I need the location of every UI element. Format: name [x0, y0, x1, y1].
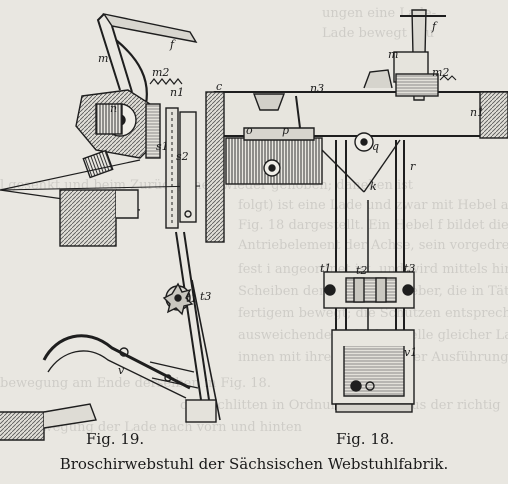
bleed-line: fertigem bewegt; die Schützen entspreche… [238, 306, 508, 321]
label-n1: n1 [170, 86, 184, 99]
label-p: p [282, 124, 289, 137]
bleed-line: Antriebelement der Achse, sein vorgedreh… [238, 238, 508, 253]
label-f-18: f [431, 20, 438, 33]
fig18-drawing [205, 9, 508, 413]
figure-caption: Broschirwebstuhl der Sächsischen Webstuh… [59, 455, 449, 473]
bleed-line: Lade bewegt (Bu [322, 26, 435, 41]
bleed-line: ungen eine Lade- [322, 6, 437, 21]
fig19-label: Fig. 19. [86, 430, 145, 448]
star-wheel [162, 282, 194, 316]
bleed-line: folgt) ist eine Lade und zwar mit Hebel … [238, 198, 508, 213]
label-r: r [410, 160, 416, 173]
fig19-lower-mechanism [0, 231, 221, 441]
label-f: f [169, 38, 176, 51]
label-c: c [216, 80, 222, 93]
label-v1: v1 [404, 346, 417, 359]
fig18-label: Fig. 18. [336, 430, 395, 448]
bleed-line: fest i angeordnet ist, und wird mittels … [238, 262, 508, 277]
label-t3-18: t3 [404, 262, 415, 275]
label-s1: s1 [156, 140, 169, 153]
label-t1: t1 [186, 292, 197, 305]
bleed-line: bewegung am Ende derselben in Fig. 18. [0, 376, 271, 391]
label-m-18: m [388, 48, 398, 61]
label-n3: n3 [310, 82, 324, 95]
label-v: v [118, 364, 125, 377]
label-k: k [370, 180, 377, 193]
label-q: q [372, 140, 379, 153]
label-m: m [98, 52, 108, 65]
label-t1-18: t1 [320, 262, 331, 275]
label-s2: s2 [176, 150, 189, 163]
label-m2-18: m2 [432, 66, 449, 79]
label-n: n [110, 102, 117, 115]
label-t3: t3 [200, 290, 211, 303]
label-o: o [246, 124, 253, 137]
fig19-upper-mechanism [0, 12, 201, 247]
bleed-line: Fig. 18 dargestellt. Ein Hebel f bildet … [238, 218, 508, 233]
label-m2: m2 [152, 66, 169, 79]
part-labels: f m m2 n1 n s1 s2 t1 t3 v f m m2 c n3 n1… [98, 20, 484, 377]
label-n1-18: n1 [470, 106, 484, 119]
label-t2: t2 [356, 264, 367, 277]
